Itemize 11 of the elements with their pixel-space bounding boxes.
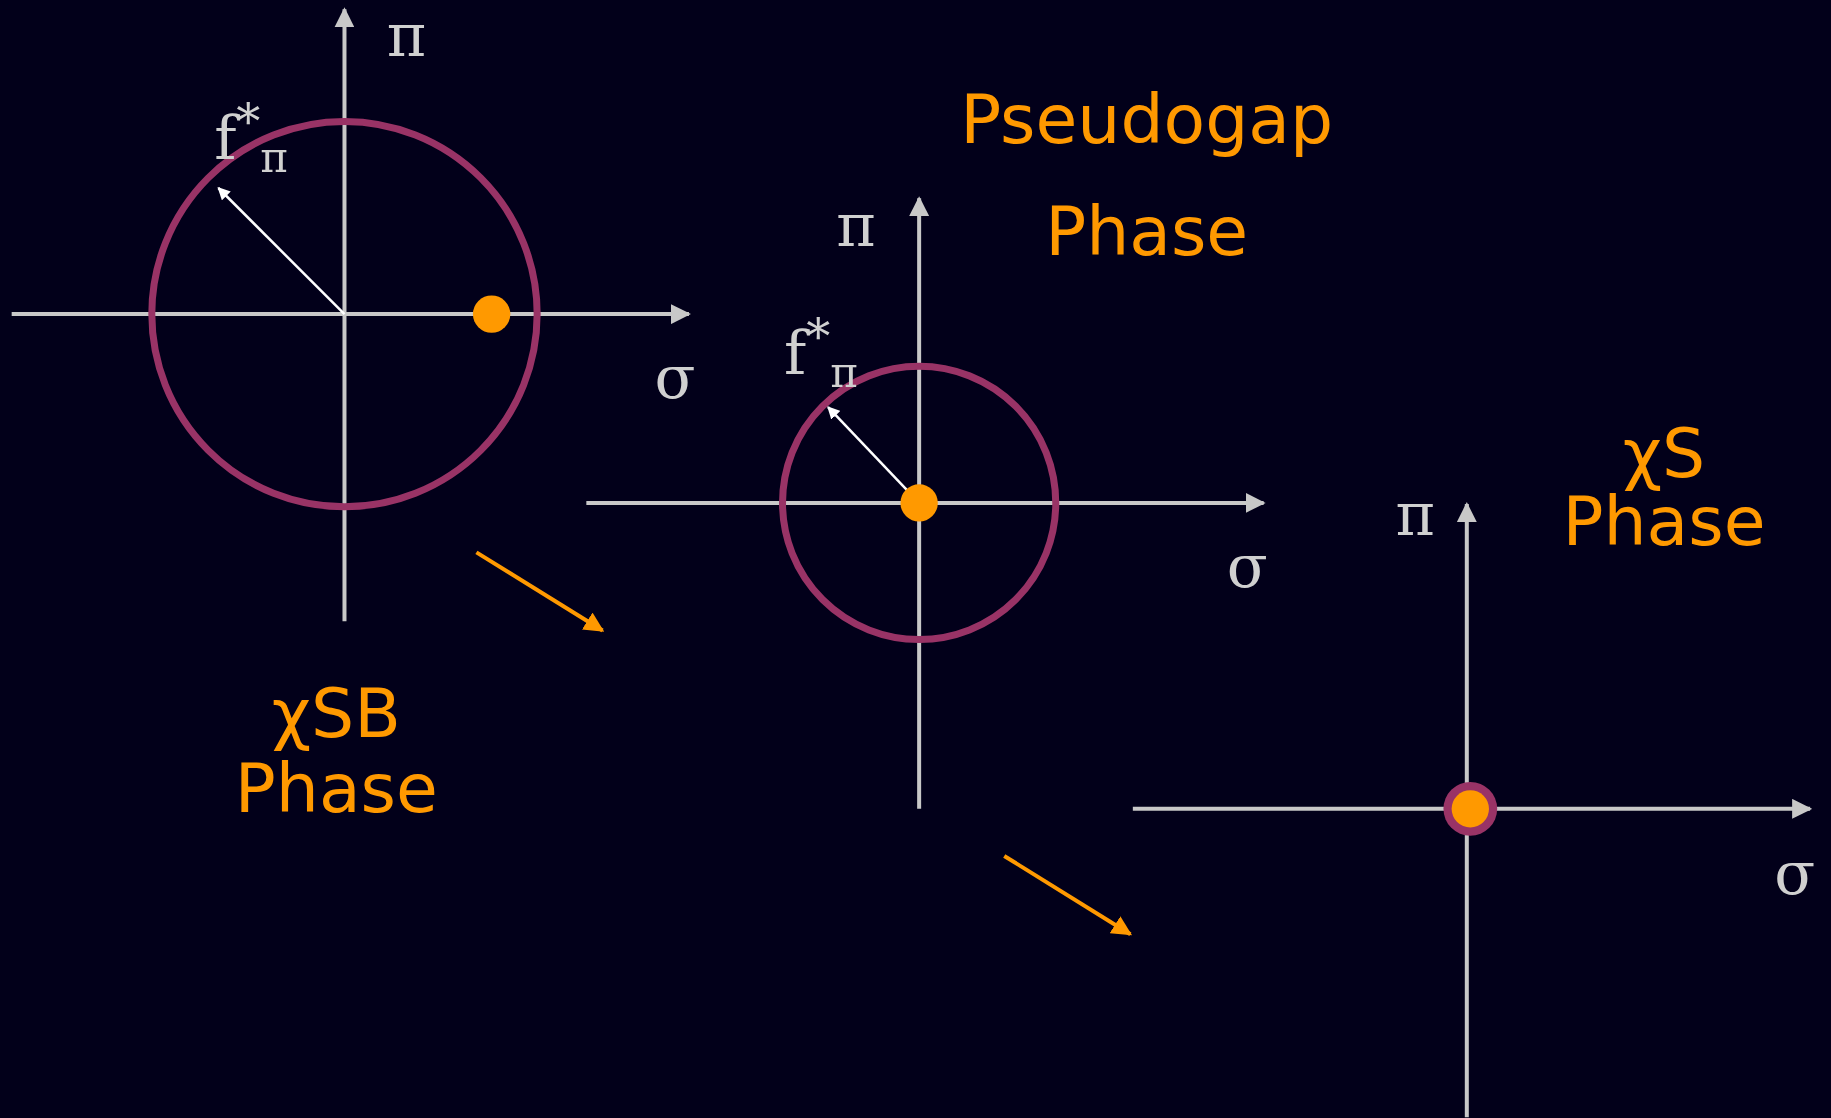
transition-arrow [1003, 854, 1133, 936]
axis-label: σ [654, 347, 696, 408]
axis-label: σ [1226, 536, 1268, 597]
phase-label: χS Phase [1561, 420, 1767, 557]
axis-label: π [836, 195, 876, 256]
transition-arrow [475, 550, 605, 633]
axis-label: π [1395, 483, 1435, 544]
axis-label: π [386, 5, 427, 66]
phase-label: χSB Phase [233, 677, 439, 827]
axis-label: σ [1774, 843, 1816, 904]
phase-label: Pseudogap Phase [959, 79, 1335, 274]
